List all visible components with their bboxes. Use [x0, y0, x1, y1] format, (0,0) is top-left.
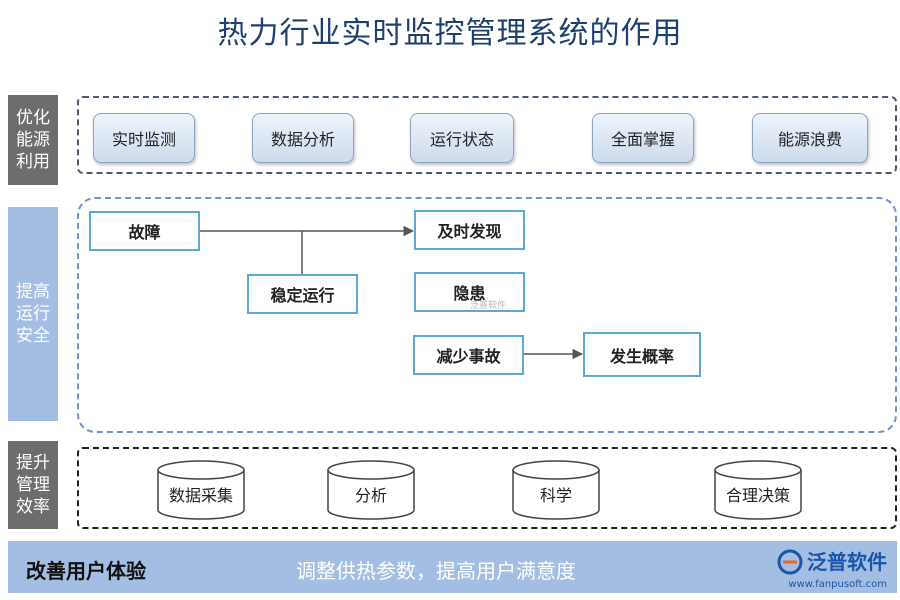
optimize-item-run-state: 运行状态 — [410, 113, 514, 163]
bottom-bar: 改善用户体验 调整供热参数，提高用户满意度 泛普软件 www.fanpusoft… — [8, 541, 897, 593]
node-fault: 故障 — [89, 211, 200, 251]
optimize-item-data-analysis: 数据分析 — [252, 113, 354, 163]
cylinder-analysis: 分析 — [327, 460, 415, 520]
cylinder-shape — [327, 460, 415, 520]
node-timely-discovery: 及时发现 — [414, 210, 525, 250]
section-label-management-text: 提升管理效率 — [16, 453, 50, 517]
cylinder-label: 分析 — [354, 486, 387, 505]
page-title: 热力行业实时监控管理系统的作用 — [217, 16, 683, 51]
cylinder-data-collection: 数据采集 — [157, 460, 245, 520]
brand-logo-icon — [777, 549, 803, 575]
optimize-item-realtime-monitor: 实时监测 — [93, 113, 195, 163]
cylinder-label: 数据采集 — [168, 486, 233, 505]
section-label-optimize-text: 优化能源利用 — [16, 108, 50, 172]
section-label-safety: 提高运行安全 — [8, 207, 58, 421]
section-label-management: 提升管理效率 — [8, 441, 58, 529]
node-hidden-danger: 隐患 — [414, 272, 525, 312]
cylinder-shape — [157, 460, 245, 520]
node-stable-operation: 稳定运行 — [247, 274, 358, 314]
cylinder-science: 科学 — [512, 460, 600, 520]
bottom-center-text: 调整供热参数，提高用户满意度 — [296, 559, 576, 583]
cylinder-shape — [512, 460, 600, 520]
management-region — [77, 447, 897, 529]
node-occurrence-probability: 发生概率 — [583, 332, 701, 377]
cylinder-rational-decision: 合理决策 — [714, 460, 802, 520]
brand-logo-url: www.fanpusoft.com — [788, 579, 887, 590]
cylinder-label: 合理决策 — [725, 486, 790, 505]
cylinder-shape — [714, 460, 802, 520]
cylinder-label: 科学 — [539, 486, 572, 505]
section-label-optimize: 优化能源利用 — [8, 95, 58, 185]
brand-logo: 泛普软件 www.fanpusoft.com — [777, 549, 887, 590]
optimize-item-energy-waste: 能源浪费 — [752, 113, 868, 163]
brand-logo-text: 泛普软件 — [807, 550, 887, 574]
watermark: 泛普软件 — [470, 301, 507, 311]
optimize-region — [77, 96, 897, 174]
section-label-safety-text: 提高运行安全 — [16, 282, 50, 346]
safety-region — [77, 197, 897, 433]
bottom-left-label: 改善用户体验 — [26, 559, 146, 583]
optimize-item-full-grasp: 全面掌握 — [592, 113, 694, 163]
node-reduce-accidents: 减少事故 — [413, 335, 524, 375]
